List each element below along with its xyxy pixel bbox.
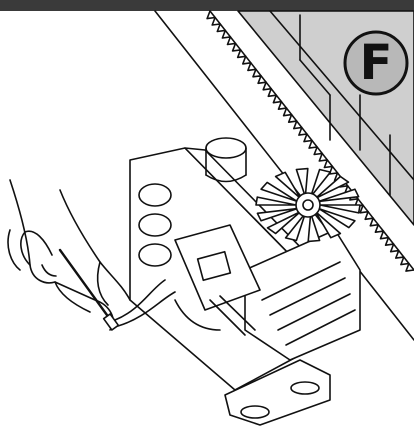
top-bar [0, 0, 414, 11]
control-board-icon [174, 224, 261, 336]
fan-icon [255, 167, 361, 243]
screwdriver-icon [58, 248, 120, 331]
fan-blade [266, 210, 302, 235]
fan-blade [319, 204, 361, 214]
fan-blade [314, 210, 342, 239]
capacitor-icon [205, 137, 247, 183]
fan-blade [260, 181, 298, 203]
fan-blade [284, 212, 307, 242]
fan-blade [295, 167, 309, 198]
fan-blade [314, 175, 350, 200]
fan-blade [309, 168, 332, 198]
fan-blade [318, 207, 356, 229]
step-badge [343, 30, 409, 96]
gear-rack-icon [206, 10, 414, 272]
fan-blade [256, 207, 298, 222]
cable-bundle [114, 279, 221, 331]
rack-teeth [206, 10, 414, 272]
hand-icon [7, 179, 131, 331]
fan-blade [307, 212, 321, 243]
fan-blade [318, 188, 360, 203]
fan-blade [255, 196, 297, 206]
fan-blade [274, 171, 302, 200]
